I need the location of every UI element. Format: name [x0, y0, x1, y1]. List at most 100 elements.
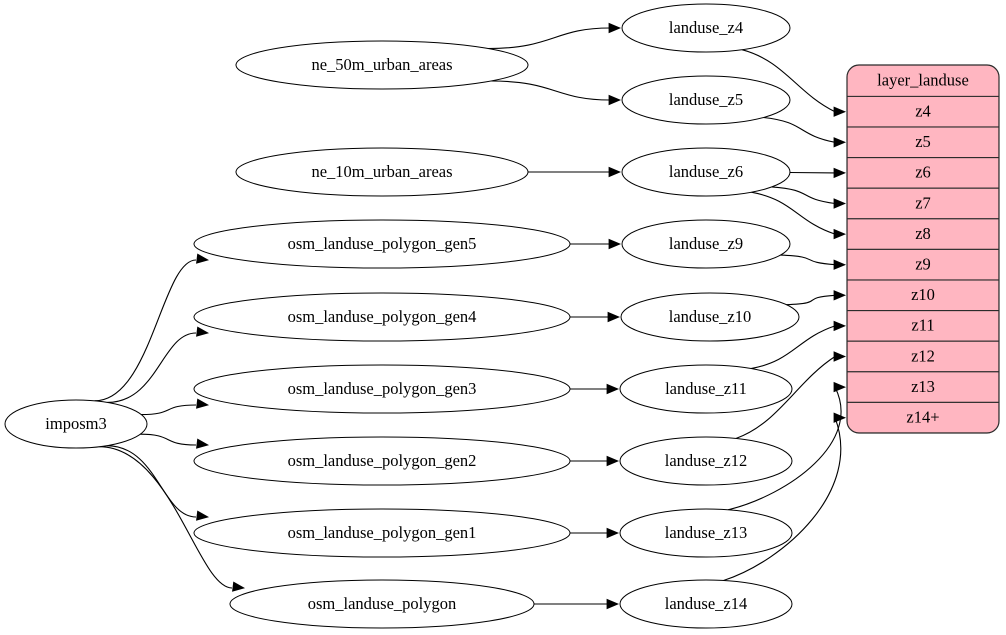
- nodes-layer: imposm3 ne_50m_urban_areas ne_10m_urban_ar…: [4, 3, 800, 629]
- node-osm_landuse_polygon_gen1[interactable]: osm_landuse_polygon_gen1: [193, 508, 571, 558]
- node-landuse_z4[interactable]: landuse_z4: [621, 3, 791, 53]
- edge-imposm3-to-osm_landuse_polygon_gen4: [107, 332, 197, 404]
- edge-landuse_z14-to-row-z14plus: [723, 417, 842, 582]
- layer-table-body: layer_landusez4z5z6z7z8z9z10z11z12z13z14…: [847, 65, 999, 433]
- edge-landuse_z11-to-row-z11: [750, 325, 836, 370]
- edge-arrowhead: [833, 137, 847, 148]
- edge-landuse_z12-to-row-z12: [735, 356, 836, 440]
- node-shape-osm_landuse_polygon_gen4: [193, 292, 571, 342]
- edge-landuse_z13-to-row-z13: [727, 386, 842, 511]
- node-osm_landuse_polygon_gen5[interactable]: osm_landuse_polygon_gen5: [193, 219, 571, 269]
- node-label-ne_50m_urban_areas: ne_50m_urban_areas: [311, 55, 452, 74]
- node-landuse_z9[interactable]: landuse_z9: [621, 219, 791, 269]
- layer-table-row-label: z8: [915, 224, 931, 243]
- node-ne_50m_urban_areas[interactable]: ne_50m_urban_areas: [235, 40, 529, 90]
- edge-arrowhead: [196, 438, 210, 449]
- layer-table-row-label: z6: [915, 163, 931, 182]
- edge-imposm3-to-osm_landuse_polygon_gen2: [140, 433, 197, 446]
- node-shape-ne_50m_urban_areas: [235, 40, 529, 90]
- node-label-landuse_z12: landuse_z12: [665, 451, 747, 470]
- layer-table-row-z13[interactable]: [847, 371, 999, 403]
- node-landuse_z5[interactable]: landuse_z5: [621, 75, 791, 125]
- node-label-landuse_z11: landuse_z11: [665, 379, 747, 398]
- edge-landuse_z4-to-row-z4: [741, 49, 836, 113]
- node-shape-landuse_z9: [621, 219, 791, 269]
- layer-table-row-z4[interactable]: [847, 95, 999, 128]
- node-landuse_z13[interactable]: landuse_z13: [619, 508, 793, 558]
- edge-imposm3-to-osm_landuse_polygon_gen5: [94, 259, 197, 402]
- layer-table-row-label: z7: [915, 193, 931, 212]
- edge-imposm3-to-osm_landuse_polygon: [99, 446, 233, 589]
- edge-landuse_z9-to-row-z9: [780, 254, 836, 266]
- edge-arrowhead: [833, 320, 847, 332]
- node-osm_landuse_polygon_gen3[interactable]: osm_landuse_polygon_gen3: [193, 364, 571, 414]
- edge-arrowhead: [833, 167, 847, 179]
- node-shape-landuse_z10: [620, 292, 800, 342]
- node-label-ne_10m_urban_areas: ne_10m_urban_areas: [311, 162, 452, 181]
- node-label-landuse_z4: landuse_z4: [669, 18, 743, 37]
- node-shape-imposm3: [4, 399, 148, 449]
- node-osm_landuse_polygon[interactable]: osm_landuse_polygon: [229, 579, 535, 629]
- layer-table-row-label: z5: [915, 132, 931, 151]
- node-label-osm_landuse_polygon_gen2: osm_landuse_polygon_gen2: [288, 451, 477, 470]
- edge-arrowhead: [833, 412, 847, 423]
- edge-arrowhead: [606, 383, 620, 395]
- edge-arrowhead: [833, 290, 847, 301]
- edge-arrowhead: [606, 598, 620, 610]
- node-label-osm_landuse_polygon_gen5: osm_landuse_polygon_gen5: [288, 234, 477, 253]
- node-shape-osm_landuse_polygon: [229, 579, 535, 629]
- layer-table-row-label: z14+: [906, 407, 939, 426]
- edge-arrowhead: [833, 351, 847, 362]
- edge-arrowhead: [608, 238, 622, 250]
- edge-imposm3-to-osm_landuse_polygon_gen1: [106, 445, 197, 518]
- layer-table-outline: [846, 64, 1000, 434]
- layer-table-row-z11[interactable]: [847, 310, 999, 342]
- edge-arrowhead: [833, 259, 847, 270]
- node-shape-landuse_z11: [619, 364, 793, 414]
- node-label-osm_landuse_polygon_gen4: osm_landuse_polygon_gen4: [288, 307, 477, 326]
- edge-ne_50m_urban_areas-to-landuse_z4: [488, 27, 611, 50]
- node-shape-landuse_z5: [621, 75, 791, 125]
- layer-table-row-z12[interactable]: [847, 340, 999, 373]
- node-shape-osm_landuse_polygon_gen3: [193, 364, 571, 414]
- node-shape-landuse_z6: [621, 147, 791, 197]
- node-landuse_z12[interactable]: landuse_z12: [619, 436, 793, 486]
- edge-arrowhead: [608, 166, 622, 178]
- node-osm_landuse_polygon_gen4[interactable]: osm_landuse_polygon_gen4: [193, 292, 571, 342]
- layer-table-header-label: layer_landuse: [877, 70, 969, 89]
- node-label-osm_landuse_polygon_gen3: osm_landuse_polygon_gen3: [288, 379, 477, 398]
- node-ne_10m_urban_areas[interactable]: ne_10m_urban_areas: [235, 147, 529, 197]
- edge-arrowhead: [606, 455, 620, 467]
- node-label-landuse_z10: landuse_z10: [669, 307, 751, 326]
- node-label-landuse_z13: landuse_z13: [665, 523, 747, 542]
- edge-arrowhead: [833, 381, 847, 393]
- edge-arrowhead: [833, 228, 847, 240]
- node-shape-osm_landuse_polygon_gen5: [193, 219, 571, 269]
- layer-table-row-label: z4: [915, 101, 931, 120]
- node-landuse_z10[interactable]: landuse_z10: [620, 292, 800, 342]
- layer-table-row-label: z11: [911, 316, 934, 335]
- layer-table-row-label: z13: [911, 377, 935, 396]
- edge-landuse_z6-to-row-z8: [751, 191, 836, 235]
- node-landuse_z11[interactable]: landuse_z11: [619, 364, 793, 414]
- node-shape-landuse_z4: [621, 3, 791, 53]
- edge-arrowhead: [607, 311, 621, 323]
- node-shape-landuse_z13: [619, 508, 793, 558]
- node-osm_landuse_polygon_gen2[interactable]: osm_landuse_polygon_gen2: [193, 436, 571, 486]
- edge-arrowhead: [196, 326, 210, 337]
- edge-landuse_z6-to-row-z7: [771, 186, 836, 205]
- layer-table-row-label: z9: [915, 254, 931, 273]
- node-label-landuse_z6: landuse_z6: [669, 162, 743, 181]
- node-shape-osm_landuse_polygon_gen1: [193, 508, 571, 558]
- node-imposm3[interactable]: imposm3: [4, 399, 148, 449]
- layer-landuse-table[interactable]: layer_landusez4z5z6z7z8z9z10z11z12z13z14…: [846, 64, 1000, 434]
- node-landuse_z14[interactable]: landuse_z14: [619, 579, 793, 629]
- edge-arrowhead: [196, 253, 210, 264]
- node-shape-landuse_z12: [619, 436, 793, 486]
- node-landuse_z6[interactable]: landuse_z6: [621, 147, 791, 197]
- node-shape-osm_landuse_polygon_gen2: [193, 436, 571, 486]
- node-label-imposm3: imposm3: [45, 414, 106, 433]
- node-label-osm_landuse_polygon_gen1: osm_landuse_polygon_gen1: [288, 523, 477, 542]
